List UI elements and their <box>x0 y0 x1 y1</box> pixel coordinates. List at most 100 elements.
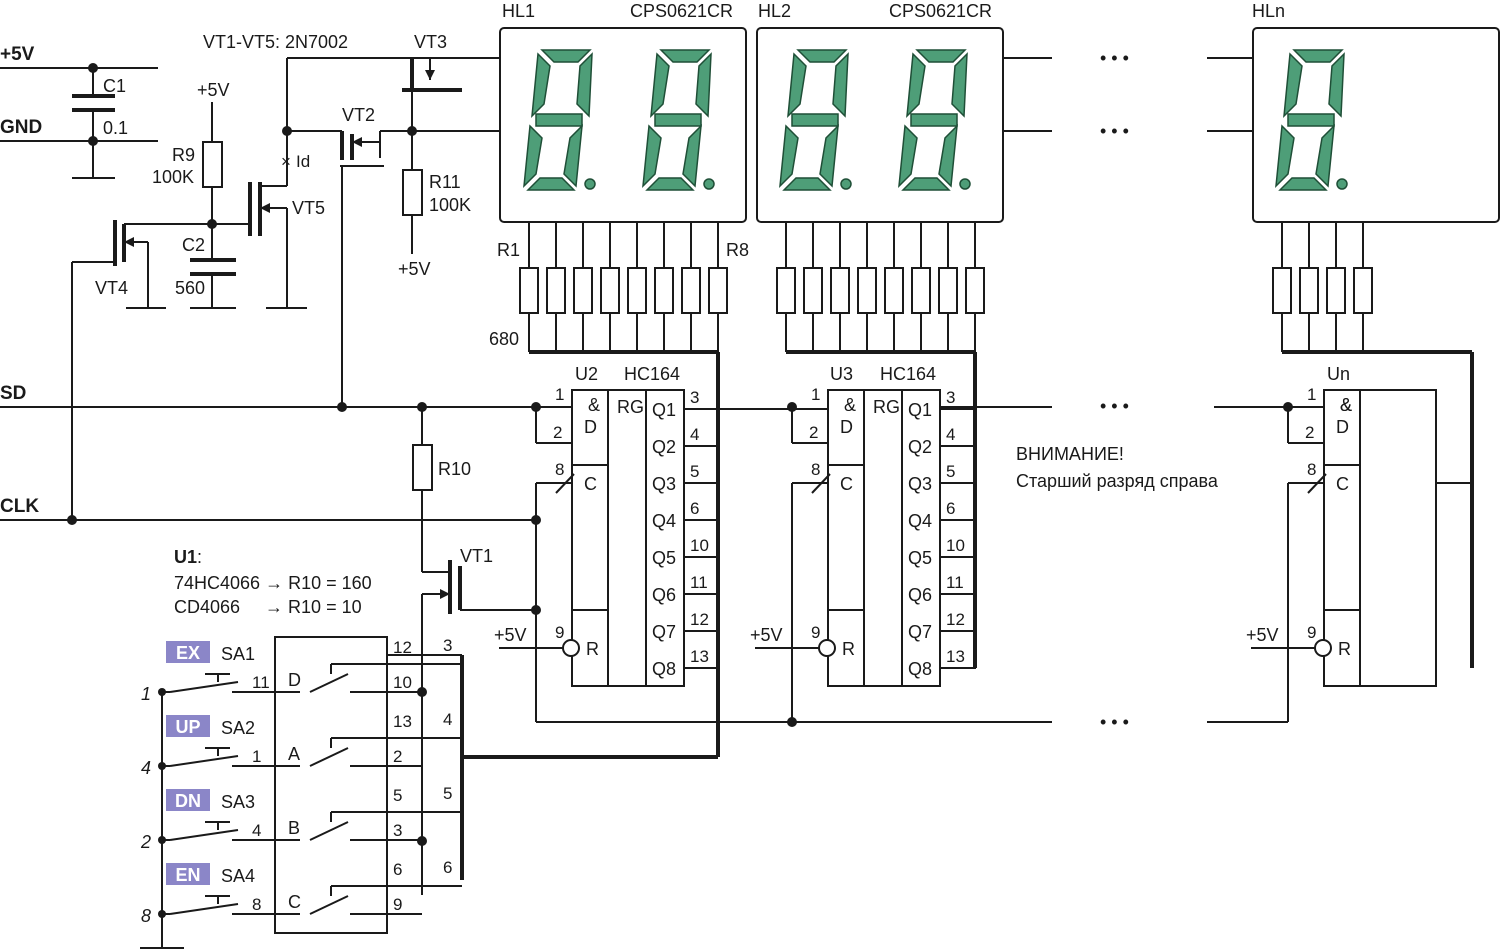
pin-label: 2 <box>393 747 402 766</box>
pin-label: 11 <box>252 673 270 692</box>
decimal-point <box>1336 178 1348 190</box>
pin-label: 9 <box>555 623 564 642</box>
segment-resistor <box>573 267 593 314</box>
output-label: Q7 <box>652 622 676 642</box>
u1-analog-switch-body <box>274 636 388 934</box>
segment-b <box>695 52 712 118</box>
channel-label: C <box>288 892 301 912</box>
segment-e <box>898 124 918 189</box>
pin-label: 9 <box>1307 623 1316 642</box>
wire-number: 8 <box>141 906 151 926</box>
r-input-label: R <box>586 639 599 659</box>
channel-label: A <box>288 744 300 764</box>
pin-label: 1 <box>811 385 820 404</box>
digit-hln-1 <box>1275 49 1348 191</box>
segment-resistor <box>1272 267 1292 314</box>
segment-f <box>787 52 807 119</box>
id-label: Id <box>296 152 310 171</box>
segment-resistors <box>519 222 1474 668</box>
seven-segment-digits <box>523 49 1348 191</box>
hl1-resistor-array <box>519 222 728 354</box>
output-label: Q3 <box>908 474 932 494</box>
hl2-label: HL2 <box>758 1 791 21</box>
r11-value: 100K <box>429 195 471 215</box>
ellipsis-3: • • • <box>1100 396 1129 416</box>
c-input-label: C <box>584 474 597 494</box>
segment-resistor <box>546 267 566 314</box>
pin-label: 2 <box>1305 423 1314 442</box>
and-gate-label: & <box>1340 395 1352 415</box>
c1-value: 0.1 <box>103 118 128 138</box>
wire-number: 1 <box>141 684 151 704</box>
switch-name: SA3 <box>221 792 255 812</box>
vt3-label: VT3 <box>414 32 447 52</box>
segment-resistor <box>627 267 647 314</box>
pin-label: 12 <box>393 638 412 657</box>
segment-e <box>642 124 662 189</box>
segment-resistor <box>1326 267 1346 314</box>
segment-d <box>1278 177 1328 191</box>
segment-g <box>791 113 839 127</box>
switch-tag-label: DN <box>175 791 201 811</box>
output-label: Q4 <box>908 511 932 531</box>
segment-g <box>535 113 583 127</box>
clk-rail-label: CLK <box>0 496 39 517</box>
vt5-label: VT5 <box>292 198 325 218</box>
pin-label: 9 <box>811 623 820 642</box>
switch-tag-label: UP <box>175 717 200 737</box>
segment-b <box>832 52 849 118</box>
pin-label: 2 <box>553 423 562 442</box>
pin-label: 13 <box>946 647 965 666</box>
pin-label: 11 <box>690 573 708 592</box>
switch-name: SA1 <box>221 644 255 664</box>
switch-tag <box>166 789 210 811</box>
wire-number: 2 <box>140 832 151 852</box>
sd-rail-label: SD <box>0 383 26 404</box>
segment-f <box>650 52 670 119</box>
segment-c <box>563 123 583 188</box>
u3-label: U3 <box>830 364 853 384</box>
segment-b <box>1328 52 1345 118</box>
vcc-rail-label: +5V <box>0 44 35 65</box>
wire-number: 4 <box>141 758 151 778</box>
pin-label: 5 <box>690 462 699 481</box>
pin-label: 3 <box>393 821 402 840</box>
transistors-note: VT1-VT5: 2N7002 <box>203 32 348 52</box>
r11-resistor <box>402 169 423 216</box>
pin-label: 1 <box>252 747 261 766</box>
switch-tag <box>166 715 210 737</box>
r-input-label: R <box>1338 639 1351 659</box>
r9-label: R9 <box>172 145 195 165</box>
segment-e <box>523 124 543 189</box>
output-label: Q4 <box>652 511 676 531</box>
switch-name: SA4 <box>221 866 255 886</box>
segment-resistor <box>830 267 850 314</box>
segment-d <box>645 177 695 191</box>
chip-body <box>571 389 685 687</box>
c2-label: C2 <box>182 235 205 255</box>
r9-resistor <box>202 141 223 188</box>
segment-b <box>951 52 968 118</box>
r9-value: 100K <box>152 167 194 187</box>
chip-body <box>1323 389 1437 687</box>
segment-c <box>1315 123 1335 188</box>
r11-label: R11 <box>429 172 461 192</box>
pin-label: 8 <box>1307 460 1316 479</box>
c2-value: 560 <box>175 278 205 298</box>
reset-supply-label: +5V <box>1246 625 1279 645</box>
switch-tag <box>166 863 210 885</box>
pin-label: 3 <box>690 388 699 407</box>
segment-resistor <box>938 267 958 314</box>
vt1-label: VT1 <box>460 546 493 566</box>
pin-label: 1 <box>555 385 564 404</box>
output-label: Q2 <box>652 437 676 457</box>
c-input-label: C <box>1336 474 1349 494</box>
pin-label: 2 <box>809 423 818 442</box>
